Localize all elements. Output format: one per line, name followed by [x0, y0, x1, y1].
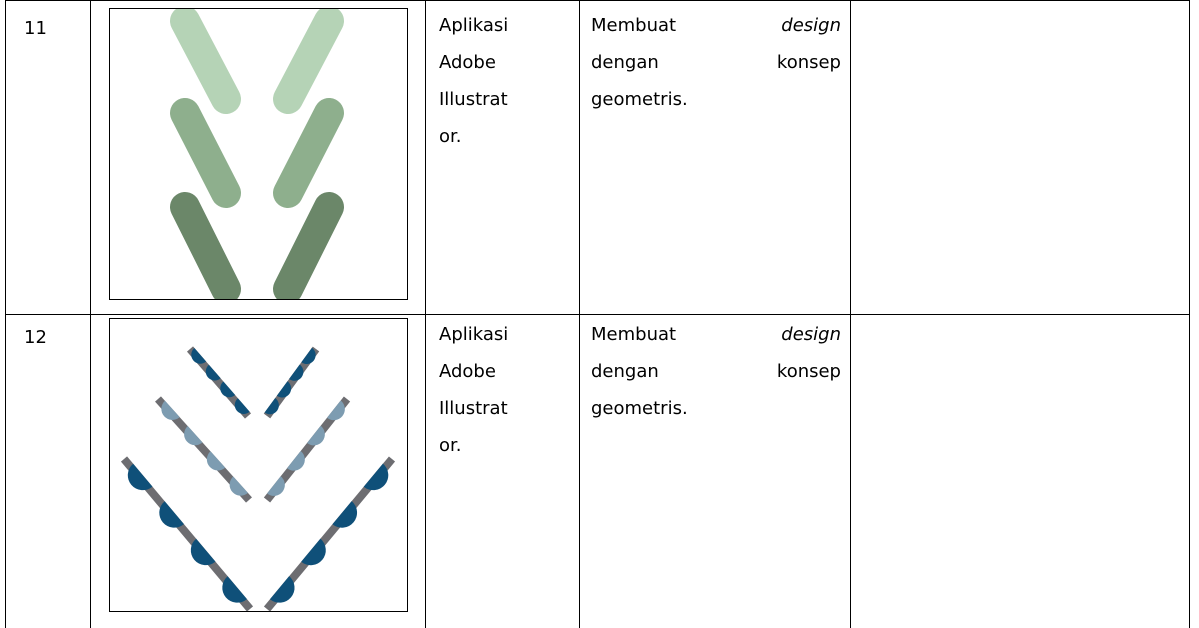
green-bar — [273, 98, 344, 208]
green-geometric-image — [109, 8, 408, 300]
table-row-divider — [5, 314, 1190, 315]
semicircle — [327, 400, 345, 421]
desc-word: dengan — [591, 361, 659, 382]
tool-cell: Aplikasi Adobe Illustrat or. — [439, 321, 579, 469]
green-bar — [273, 192, 344, 299]
semicircle — [307, 425, 325, 446]
blue-chevron-graphic — [120, 346, 396, 611]
semicircle — [161, 400, 180, 420]
green-bar — [170, 192, 241, 299]
desc-word-italic: design — [781, 324, 841, 345]
desc-word: Membuat — [591, 324, 677, 345]
description-cell: Membuat design dengan konsep geometris. — [591, 12, 841, 123]
semicircle — [363, 463, 389, 491]
tool-line: Illustrat — [439, 398, 508, 419]
desc-word: geometris. — [591, 398, 688, 419]
desc-word-italic: design — [781, 15, 841, 36]
row-number: 12 — [24, 327, 47, 348]
tool-line: Aplikasi — [439, 15, 509, 36]
semicircle — [127, 463, 153, 491]
semicircle — [276, 381, 292, 398]
desc-word: dengan — [591, 52, 659, 73]
table-border-top — [5, 0, 1190, 1]
semicircle — [301, 347, 316, 365]
semicircle — [229, 476, 248, 496]
semicircle — [191, 347, 207, 364]
semicircle — [222, 576, 247, 603]
blue-geometric-image — [109, 318, 408, 612]
semicircle — [287, 451, 305, 471]
semicircle — [190, 538, 216, 566]
semicircle — [206, 451, 226, 471]
desc-word: konsep — [776, 361, 841, 382]
semicircle — [159, 501, 184, 528]
semicircle — [301, 538, 326, 566]
green-bar — [273, 9, 344, 114]
semicircle — [332, 501, 358, 528]
tool-line: Illustrat — [439, 89, 508, 110]
tool-line: Adobe — [439, 361, 496, 382]
green-bar — [170, 9, 241, 114]
semicircle — [220, 381, 236, 398]
semicircle — [264, 397, 279, 415]
tool-line: or. — [439, 126, 462, 147]
semicircle — [269, 576, 295, 603]
tool-line: Adobe — [439, 52, 496, 73]
green-bar — [170, 98, 241, 208]
green-bars-graphic — [170, 9, 344, 299]
tool-line: Aplikasi — [439, 324, 509, 345]
row-number: 11 — [24, 18, 47, 39]
semicircle — [289, 364, 304, 381]
desc-word: Membuat — [591, 15, 677, 36]
semicircle — [184, 426, 203, 446]
description-cell: Membuat design dengan konsep geometris. — [591, 321, 841, 432]
desc-word: konsep — [776, 52, 841, 73]
desc-word: geometris. — [591, 89, 688, 110]
tool-line: or. — [439, 435, 462, 456]
semicircle — [234, 398, 250, 415]
semicircle — [267, 476, 285, 496]
semicircle — [205, 364, 221, 381]
tool-cell: Aplikasi Adobe Illustrat or. — [439, 12, 579, 160]
